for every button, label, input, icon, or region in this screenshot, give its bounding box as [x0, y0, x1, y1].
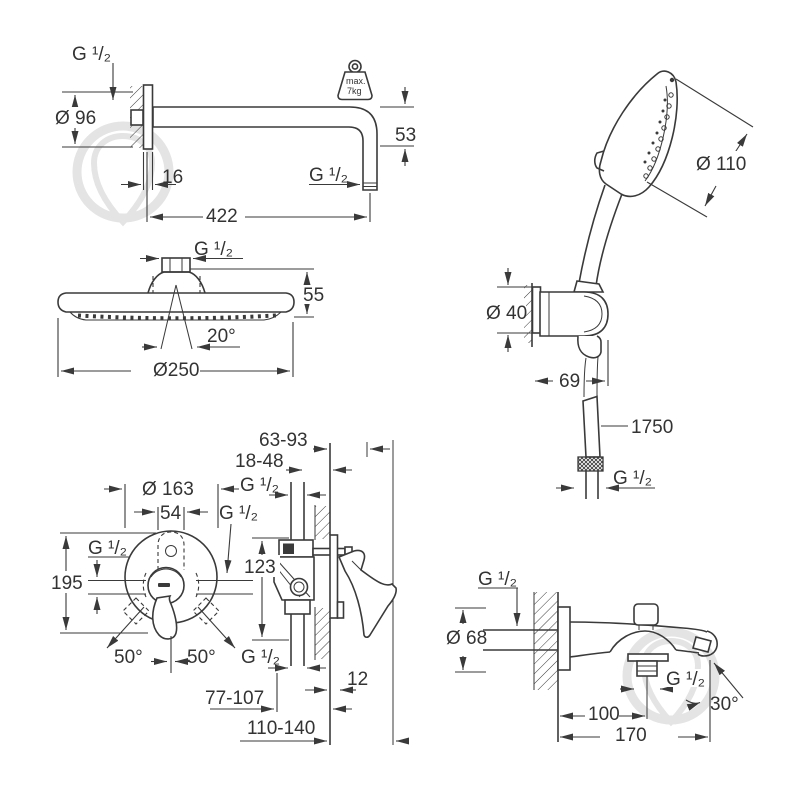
mixer-lever-side: [337, 549, 397, 639]
head-angle-label: 20°: [207, 326, 236, 347]
spout-flange: [557, 606, 571, 671]
mixer-angle-left-label: 50°: [114, 647, 143, 668]
rough-in-range-label: 18-48: [235, 451, 284, 472]
side-thread-bottom-label: G ¹/₂: [241, 647, 280, 668]
spout-drawing: G ¹/₂ Ø 68 G ¹/₂ 100 170 30°: [443, 569, 744, 746]
arm-thread-stub: [130, 109, 144, 126]
hose-length-label: 1750: [631, 417, 673, 438]
spout-top-edge: [569, 621, 708, 633]
body-height-label: 123: [244, 557, 276, 578]
handle-edge: [578, 184, 606, 284]
spout-length-label: 170: [615, 725, 647, 746]
arm-offset-label: 16: [162, 167, 183, 188]
max-weight-icon: max. 7kg: [337, 59, 373, 101]
hand-shower-head: [598, 70, 678, 198]
mixer-thread-left-label: G ¹/₂: [88, 538, 127, 559]
arm-flange: [142, 84, 154, 150]
mixer-angle-right-label: 50°: [187, 647, 216, 668]
mixer-side-dimension-lines: [210, 445, 409, 745]
head-disc: [57, 292, 295, 313]
head-height-label: 55: [303, 285, 324, 306]
shower-arm-tube: [152, 106, 378, 191]
spray-mode-button: [593, 150, 605, 172]
handle-edge: [595, 193, 623, 287]
arm-thread-end-label: G ¹/₂: [309, 165, 348, 186]
watermark-logo: [72, 121, 174, 227]
hose-dimension-lines: [556, 425, 655, 492]
max-load-value: 7kg: [347, 86, 362, 96]
depth-minmax-label: 77-107: [205, 688, 264, 709]
head-diameter-label: Ø250: [153, 360, 199, 381]
mixer-side-drawing: 63-93 18-48 G ¹/₂ 123 G ¹/₂ 12 77-107 11…: [205, 430, 409, 745]
holder-diameter-label: Ø 40: [486, 303, 527, 324]
head-dome: [147, 271, 206, 294]
valve-body: [273, 539, 353, 615]
spout-outlet-tip: [697, 630, 718, 657]
hose-tube: [582, 395, 601, 458]
head-shower-drawing: G ¹/₂ 55 20° Ø250: [57, 239, 325, 381]
mixer-height-label: 195: [51, 573, 83, 594]
diverter-knob: [633, 603, 659, 626]
hand-shower-diameter-label: Ø 110: [696, 154, 746, 175]
depth-range-label: 63-93: [259, 430, 308, 451]
outlet-angle-label: 30°: [710, 694, 739, 715]
hose-nut: [577, 456, 604, 472]
plate-thickness-label: 12: [347, 669, 368, 690]
shower-outlet-nipple: [636, 660, 658, 677]
total-depth-label: 110-140: [247, 718, 315, 739]
head-connector: [161, 257, 191, 273]
spray-nozzles: [77, 313, 277, 321]
mixer-cartridge-width-label: 54: [160, 503, 182, 524]
spray-face-texture: [643, 92, 674, 179]
arm-diameter-label: Ø 96: [55, 108, 96, 129]
arm-length-label: 422: [206, 206, 238, 227]
hose-thread-label: G ¹/₂: [613, 468, 652, 489]
hand-shower-dimension-lines: [497, 78, 754, 386]
mixer-lever-front: [151, 594, 178, 640]
side-thread-top-label: G ¹/₂: [240, 475, 279, 496]
handle-cone: [572, 280, 605, 293]
diverter-bell: [609, 630, 677, 653]
arm-dimension-lines: [62, 63, 414, 222]
head-thread-label: G ¹/₂: [194, 239, 233, 260]
mixer-thread-right-label: G ¹/₂: [219, 503, 258, 524]
spout-diameter-label: Ø 68: [446, 628, 487, 649]
max-load-label: max.: [346, 76, 366, 86]
escutcheon-side: [329, 534, 339, 619]
hand-shower-drawing: Ø 110 Ø 40 69: [483, 70, 755, 398]
spout-thread-bottom-label: G ¹/₂: [666, 669, 705, 690]
head-dimension-lines: [57, 255, 314, 377]
holder-depth-label: 69: [559, 371, 580, 392]
mixer-front-drawing: Ø 163 54 G ¹/₂ G ¹/₂ 195 50° 50°: [49, 479, 258, 673]
arm-drop-label: 53: [395, 125, 416, 146]
mixer-plate-diameter-label: Ø 163: [142, 479, 194, 500]
spout-dimension-lines: [455, 587, 744, 742]
spout-thread-top-label: G ¹/₂: [478, 569, 517, 590]
wall-holder: [524, 283, 609, 398]
arm-thread-top-label: G ¹/₂: [72, 44, 111, 65]
shower-arm-drawing: max. 7kg G ¹/₂ Ø 96 16 G ¹/: [53, 44, 419, 227]
wall-to-outlet-label: 100: [588, 704, 620, 725]
hose-drawing: 1750 G ¹/₂: [556, 395, 673, 499]
